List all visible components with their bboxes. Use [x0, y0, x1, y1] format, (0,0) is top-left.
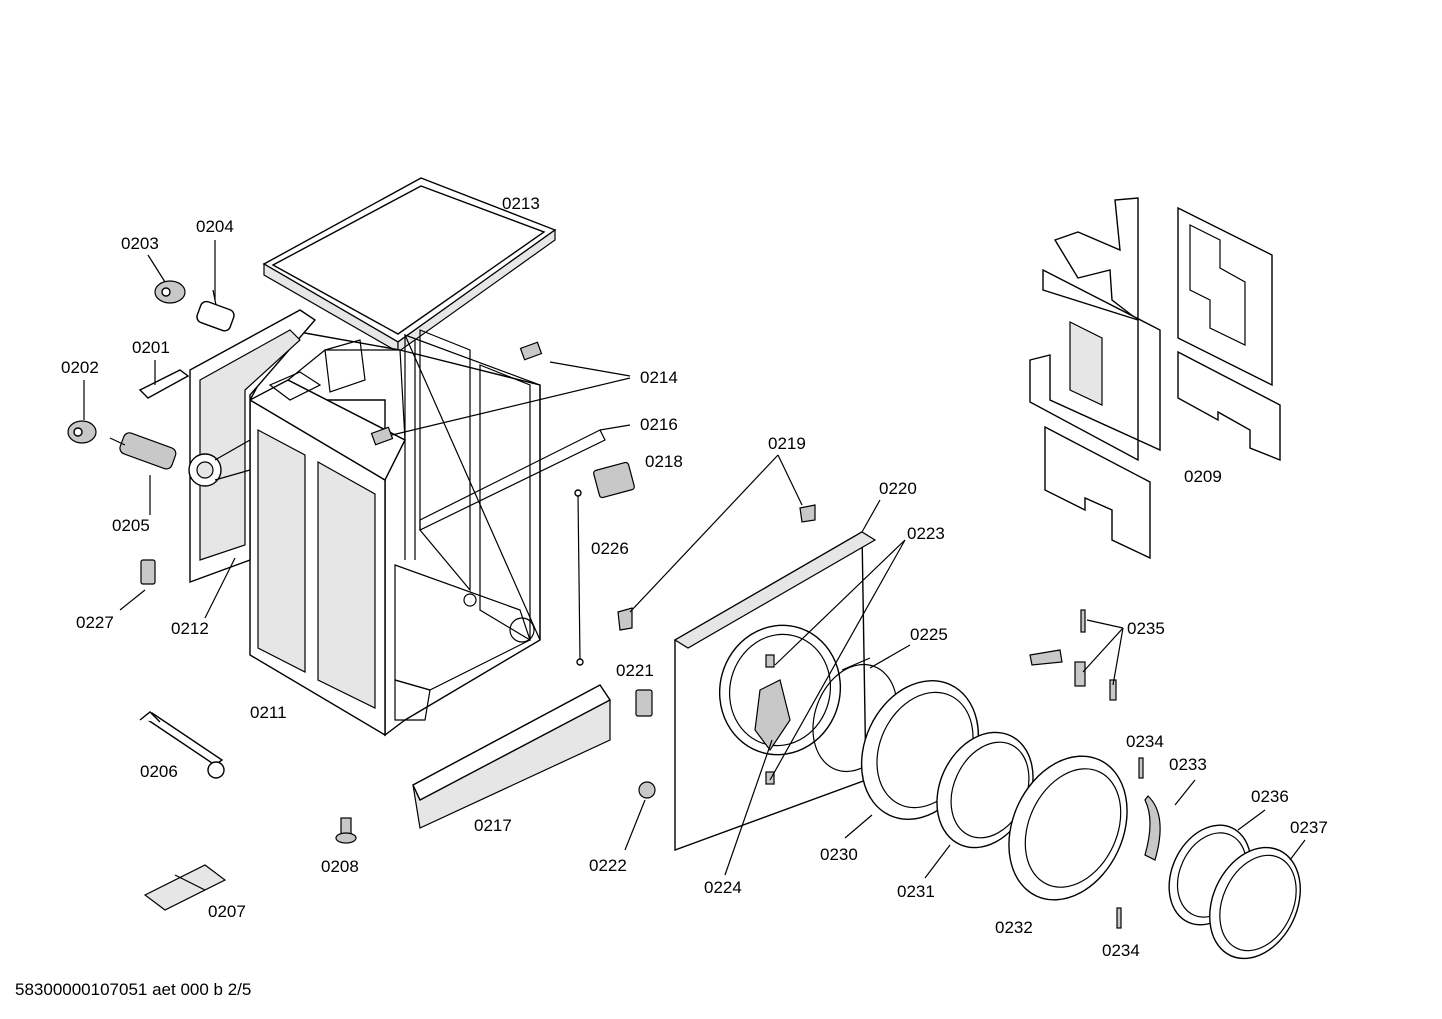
- label-0232: 0232: [995, 918, 1033, 937]
- back-panel: [188, 309, 317, 584]
- label-0225: 0225: [910, 625, 948, 644]
- part-0202: [67, 420, 97, 444]
- label-0234-top: 0234: [1126, 732, 1164, 751]
- label-0237: 0237: [1290, 818, 1328, 837]
- part-0221: [635, 689, 653, 717]
- label-0218: 0218: [645, 452, 683, 471]
- label-0217: 0217: [474, 816, 512, 835]
- front-panel: [673, 530, 877, 852]
- label-0205: 0205: [112, 516, 150, 535]
- part-0222: [638, 781, 656, 799]
- part-0226: [574, 489, 584, 666]
- part-0207: [143, 864, 227, 911]
- part-0219: [617, 504, 816, 631]
- part-0214: [370, 341, 543, 446]
- label-0230: 0230: [820, 845, 858, 864]
- label-0201: 0201: [132, 338, 170, 357]
- label-0222: 0222: [589, 856, 627, 875]
- label-0203: 0203: [121, 234, 159, 253]
- label-0226: 0226: [591, 539, 629, 558]
- part-0201: [138, 369, 190, 399]
- label-0227: 0227: [76, 613, 114, 632]
- part-0227: [140, 559, 156, 585]
- part-0237: [1209, 846, 1301, 960]
- label-0202: 0202: [61, 358, 99, 377]
- label-0213: 0213: [502, 194, 540, 213]
- part-0233: [1144, 795, 1161, 861]
- leader-lines: [83, 240, 1306, 879]
- label-0206: 0206: [140, 762, 178, 781]
- label-0209: 0209: [1184, 467, 1222, 486]
- part-0205: [109, 432, 177, 470]
- label-0212: 0212: [171, 619, 209, 638]
- part-0204: [196, 289, 235, 332]
- label-0216: 0216: [640, 415, 678, 434]
- part-0235: [1029, 609, 1117, 701]
- cabinet: [248, 329, 606, 737]
- label-0207: 0207: [208, 902, 246, 921]
- label-0235: 0235: [1127, 619, 1165, 638]
- label-0220: 0220: [879, 479, 917, 498]
- label-0234-bottom: 0234: [1102, 941, 1140, 960]
- label-0211: 0211: [250, 703, 287, 722]
- label-0223: 0223: [907, 524, 945, 543]
- part-0231: [936, 731, 1034, 849]
- insulation-panels: [1029, 197, 1281, 560]
- part-0232: [1008, 755, 1128, 901]
- label-0236: 0236: [1251, 787, 1289, 806]
- part-0217: [412, 684, 612, 829]
- label-0224: 0224: [704, 878, 742, 897]
- label-0233: 0233: [1169, 755, 1207, 774]
- label-0204: 0204: [196, 217, 234, 236]
- part-0208: [335, 817, 357, 844]
- top-cover: [262, 177, 557, 354]
- part-0218: [593, 461, 635, 499]
- part-0206: [139, 711, 225, 779]
- part-0234: [1116, 757, 1144, 929]
- label-0219: 0219: [768, 434, 806, 453]
- part-0203: [154, 280, 186, 304]
- label-0214: 0214: [640, 368, 678, 387]
- label-0231: 0231: [897, 882, 935, 901]
- part-labels: 0203 0204 0201 0202 0205 0227 0212 0211 …: [61, 194, 1328, 960]
- document-id: 58300000107051 aet 000 b 2/5: [15, 980, 252, 999]
- label-0221: 0221: [616, 661, 654, 680]
- label-0208: 0208: [321, 857, 359, 876]
